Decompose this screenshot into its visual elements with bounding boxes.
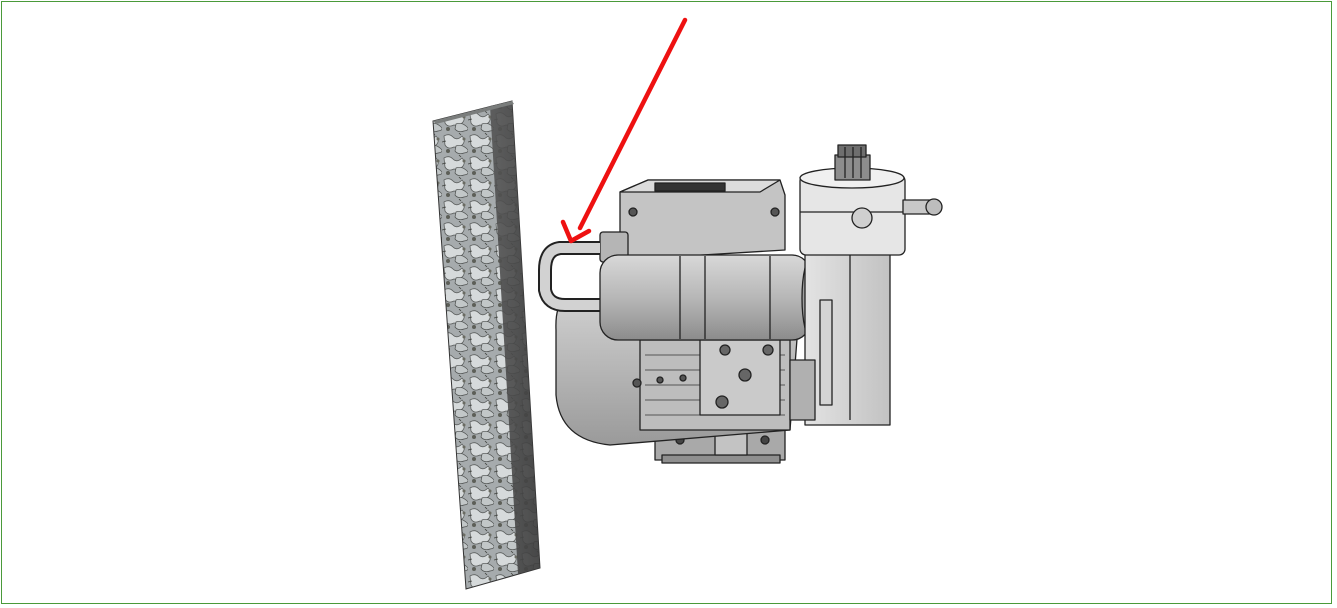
motor-pump-icon [538, 144, 943, 464]
red-arrow-icon [560, 17, 688, 244]
stone-slab-icon [432, 100, 541, 590]
